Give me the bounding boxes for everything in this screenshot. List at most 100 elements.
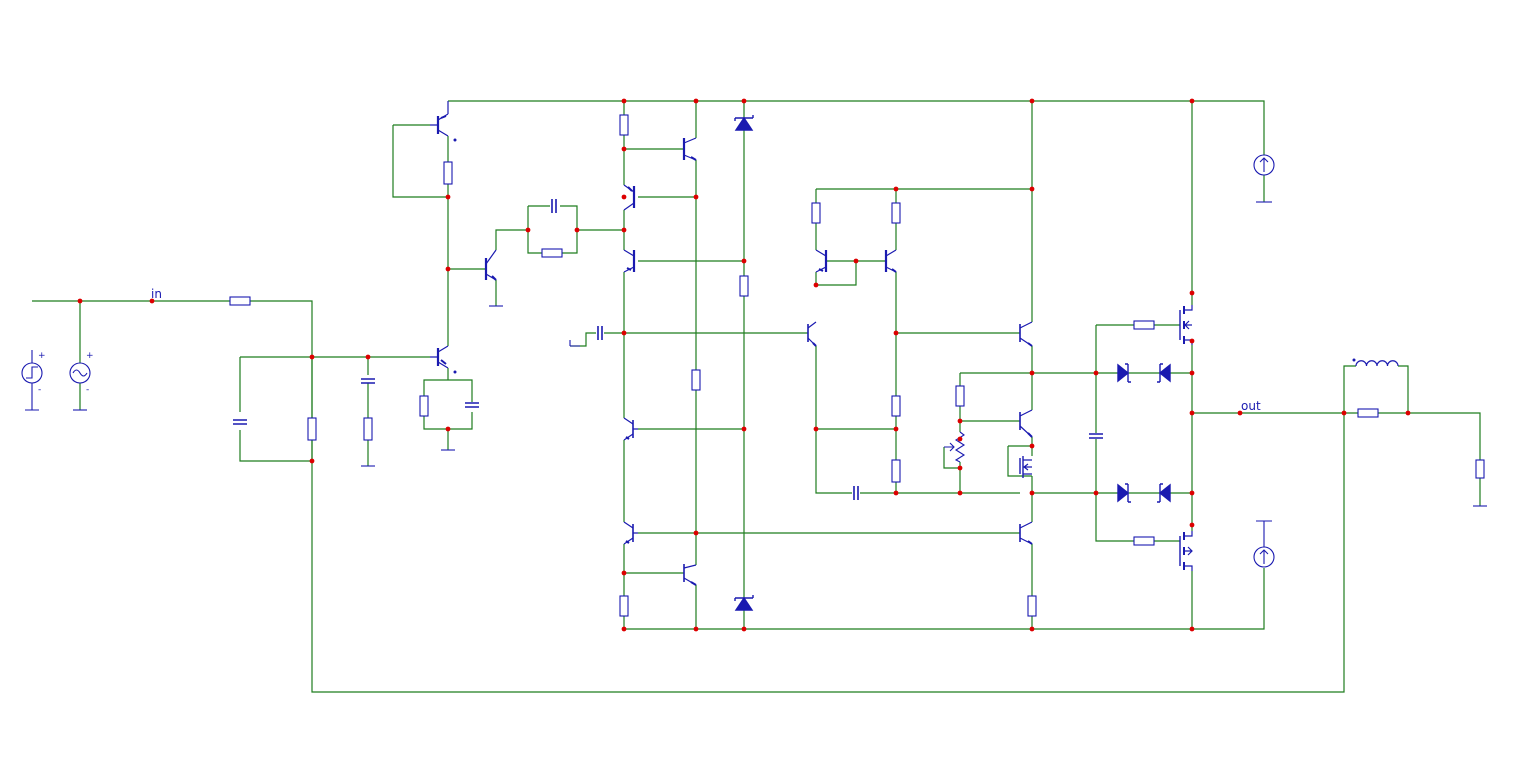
junction-dot: [309, 354, 315, 360]
junction-dot: [893, 330, 899, 336]
resistor: [891, 395, 901, 417]
resistor: [891, 202, 901, 224]
resistor: [739, 275, 749, 297]
wire: [1007, 445, 1032, 477]
junction-dot: [693, 194, 699, 200]
junction-dot: [77, 298, 83, 304]
junction-dot: [693, 98, 699, 104]
wires: [32, 100, 1481, 693]
junction-dot: [621, 626, 627, 632]
junction-dot: [1189, 98, 1195, 104]
wire: [1192, 412, 1481, 506]
junction-dot: [621, 227, 627, 233]
transistor-q15: [1019, 521, 1033, 545]
junction-dot: [365, 354, 371, 360]
sources: + - + -: [21, 154, 1275, 568]
junction-dot: [741, 626, 747, 632]
transistor-q9: [683, 564, 697, 586]
wire: [959, 372, 1118, 493]
zener-d1: [1117, 363, 1131, 383]
junction-dot: [621, 330, 627, 336]
transistor-q11: [884, 249, 897, 273]
potentiometer: [944, 431, 966, 463]
junction-dot: [893, 490, 899, 496]
wire: [527, 205, 578, 254]
wire: [815, 260, 886, 286]
wire: [32, 300, 1345, 693]
zener-d3: [1117, 483, 1131, 503]
junction-dot: [1189, 626, 1195, 632]
junction-dot: [1189, 290, 1195, 296]
junction-dot: [741, 98, 747, 104]
mosfet-lower: [1179, 531, 1193, 571]
resistor: [691, 369, 701, 391]
wire: [448, 100, 1265, 155]
wire: [815, 188, 1032, 250]
wire: [1343, 365, 1409, 413]
wire: [239, 356, 430, 462]
transistor-q2: [430, 101, 457, 142]
junction-dot: [1029, 98, 1035, 104]
junction-dot: [693, 530, 699, 536]
junction-dot: [957, 465, 963, 471]
junction-dot: [957, 436, 963, 442]
resistors: [229, 114, 1485, 617]
capacitor: [233, 419, 247, 425]
junction-dot: [1405, 410, 1411, 416]
wire: [943, 420, 1020, 469]
wire: [638, 196, 744, 262]
svg-text:+: +: [38, 351, 46, 361]
resistor: [1027, 595, 1037, 617]
resistor: [307, 417, 317, 441]
svg-text:+: +: [86, 351, 94, 361]
label-in: in: [151, 287, 162, 301]
capacitor: [465, 402, 479, 408]
transistor-q7: [623, 417, 638, 441]
junction-dot: [445, 426, 451, 432]
wire: [623, 101, 684, 185]
resistor: [229, 296, 251, 306]
junction-dot: [309, 458, 315, 464]
mosfet-bias: [1019, 456, 1032, 478]
output-mosfets: [1179, 305, 1193, 571]
transistor-q10: [815, 249, 828, 273]
transistor-q13: [1019, 321, 1033, 347]
wire: [570, 332, 808, 347]
wire: [423, 368, 473, 450]
junction-dot: [1029, 370, 1035, 376]
resistor: [1357, 408, 1379, 418]
transistor-q6: [623, 249, 636, 273]
junction-dot: [1029, 490, 1035, 496]
resistor: [1475, 459, 1485, 479]
current-source-top: [1253, 154, 1275, 203]
junction-dot: [445, 266, 451, 272]
junction-dot: [1189, 410, 1195, 416]
capacitor: [361, 378, 375, 384]
junction-dot: [741, 258, 747, 264]
wire: [624, 428, 1020, 574]
wire: [815, 346, 1020, 494]
zener-d2: [1157, 363, 1171, 383]
junction-dot: [574, 227, 580, 233]
transistor-q3: [484, 249, 497, 281]
resistor: [619, 595, 629, 617]
capacitors: [233, 199, 1103, 500]
transistor-q4: [682, 137, 697, 161]
grounds: [361, 305, 1487, 507]
wire: [495, 229, 624, 306]
capacitor: [597, 326, 603, 340]
resistor: [891, 459, 901, 483]
resistor: [619, 114, 629, 136]
current-source-bottom: [1253, 520, 1275, 568]
transistor-q1: [430, 345, 457, 374]
capacitor: [1089, 433, 1103, 439]
junction-dot: [893, 186, 899, 192]
junction-dot: [621, 570, 627, 576]
junction-dot: [1093, 490, 1099, 496]
wire: [1032, 372, 1192, 494]
junction-dot: [813, 282, 819, 288]
capacitor: [551, 199, 557, 213]
step-source: + -: [21, 350, 46, 411]
junction-dot: [893, 426, 899, 432]
